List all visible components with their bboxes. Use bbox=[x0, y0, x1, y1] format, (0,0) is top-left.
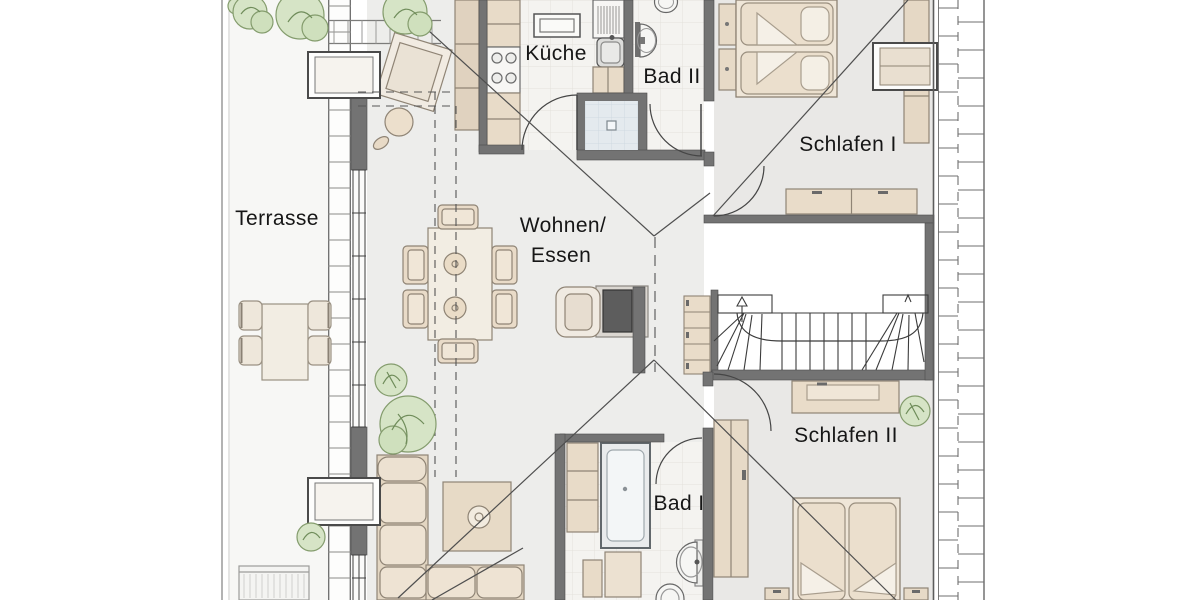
bed-double bbox=[735, 0, 838, 98]
wall-facade bbox=[350, 426, 368, 481]
label-bath1: Bad I bbox=[653, 492, 705, 515]
tv bbox=[602, 289, 633, 333]
wall bbox=[702, 427, 714, 600]
wall bbox=[623, 0, 634, 98]
terrace-table bbox=[261, 303, 309, 381]
nightstand bbox=[764, 587, 790, 600]
bedroom1-furniture bbox=[718, 0, 930, 215]
label-bath2: Bad II bbox=[643, 65, 701, 88]
hall-shelf bbox=[683, 295, 711, 375]
shower bbox=[585, 101, 638, 150]
washbasin bbox=[635, 22, 658, 58]
wall bbox=[478, 144, 525, 155]
facade-ladder-strip bbox=[328, 0, 351, 600]
roof-hatch bbox=[932, 0, 985, 600]
wall bbox=[478, 0, 488, 153]
dining-chairs bbox=[402, 204, 518, 364]
pouf bbox=[384, 107, 414, 137]
washbasin bbox=[675, 539, 704, 587]
lounge-chair bbox=[375, 31, 453, 113]
shower-drain bbox=[606, 120, 617, 131]
roof-diagonals bbox=[394, 0, 909, 600]
sideboard bbox=[791, 380, 900, 414]
faucet bbox=[609, 35, 615, 40]
terrace-chair bbox=[307, 335, 332, 366]
terrace-chair bbox=[238, 300, 263, 331]
wall bbox=[703, 151, 715, 167]
plants bbox=[227, 0, 931, 552]
glazing-band bbox=[352, 169, 366, 600]
label-terrace: Terrasse bbox=[235, 207, 319, 230]
stair-start-mark bbox=[904, 293, 912, 303]
kitchen-island bbox=[533, 13, 581, 38]
wall-facade bbox=[350, 524, 368, 556]
dashed-guides bbox=[358, 91, 656, 477]
wall bbox=[576, 149, 706, 161]
terrace-chair bbox=[238, 335, 263, 366]
label-living-2: Essen bbox=[530, 244, 592, 267]
plant bbox=[899, 395, 931, 427]
plant bbox=[374, 363, 408, 397]
terrace-mat bbox=[238, 565, 310, 600]
bath1-fixtures bbox=[566, 442, 704, 600]
dining-table bbox=[427, 227, 493, 341]
terrace-furniture bbox=[238, 300, 332, 600]
bath-cabinet bbox=[582, 559, 603, 598]
label-bedroom1: Schlafen I bbox=[799, 133, 897, 156]
sideboard bbox=[785, 188, 918, 215]
terrace-edge bbox=[221, 0, 230, 600]
wall bbox=[703, 0, 715, 102]
staircase bbox=[713, 293, 929, 371]
armchair-seat bbox=[564, 293, 593, 331]
label-kitchen: Küche bbox=[525, 42, 587, 65]
wall-stair-top bbox=[703, 214, 935, 224]
terrace-chair bbox=[307, 300, 332, 331]
label-bedroom2: Schlafen II bbox=[794, 424, 898, 447]
window bbox=[307, 51, 381, 99]
bath2-fixtures bbox=[635, 0, 679, 58]
wall bbox=[702, 371, 714, 387]
toilet bbox=[655, 583, 685, 600]
plant bbox=[227, 0, 274, 34]
bathtub bbox=[600, 442, 651, 549]
door-bedroom2 bbox=[713, 373, 772, 432]
doors bbox=[521, 94, 772, 485]
bath-bench bbox=[604, 551, 642, 598]
plant bbox=[378, 395, 437, 455]
door-bath2 bbox=[649, 103, 703, 157]
sofa bbox=[376, 454, 525, 600]
wall-right bbox=[924, 222, 935, 381]
plant bbox=[382, 0, 433, 37]
wall-tv-stub bbox=[632, 286, 646, 374]
nightstand bbox=[903, 587, 929, 600]
label-living-1: Wohnen/ bbox=[519, 214, 607, 237]
plant bbox=[275, 0, 329, 42]
wall-stair-bottom bbox=[711, 369, 935, 381]
plant bbox=[296, 522, 326, 552]
wall-bath1-left bbox=[554, 433, 566, 600]
door-bedroom1 bbox=[713, 165, 765, 217]
table-decor bbox=[443, 296, 467, 320]
wall-stair-left bbox=[710, 289, 719, 373]
cushion bbox=[372, 136, 390, 150]
toilet bbox=[653, 0, 679, 14]
bath-cabinet bbox=[566, 442, 599, 533]
table-decor bbox=[443, 252, 467, 276]
door-kitchen bbox=[521, 94, 578, 151]
wall-bath1-top bbox=[559, 433, 665, 443]
door-bath1 bbox=[655, 437, 703, 485]
window bbox=[872, 42, 938, 91]
bowl bbox=[467, 505, 491, 529]
stove bbox=[486, 46, 521, 94]
window bbox=[307, 477, 381, 526]
kitchen-cabinet bbox=[486, 92, 521, 151]
windows bbox=[307, 42, 938, 526]
stair-walk-line bbox=[736, 312, 924, 342]
